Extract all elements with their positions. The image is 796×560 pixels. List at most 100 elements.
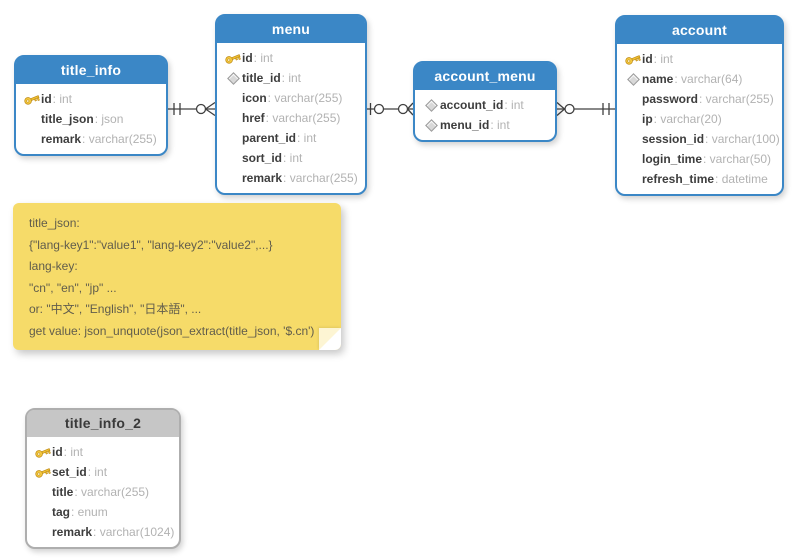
field-name: account_id: [440, 98, 504, 112]
connector-account_menu-account[interactable]: [556, 97, 615, 121]
primary-key-icon: [34, 447, 52, 458]
field-row-login_time[interactable]: login_time: varchar(50): [617, 149, 778, 169]
connector-title_info-menu[interactable]: [168, 97, 216, 121]
field-row-href[interactable]: href: varchar(255): [217, 108, 361, 128]
field-type: : varchar(255): [699, 92, 774, 106]
table-header[interactable]: title_info_2: [27, 410, 179, 437]
field-type: : int: [52, 92, 73, 106]
field-name: session_id: [642, 132, 705, 146]
field-row-title_json[interactable]: title_json: json: [16, 109, 162, 129]
field-name: title: [52, 485, 74, 499]
table-header[interactable]: title_info: [16, 57, 166, 84]
note-line: {"lang-key1":"value1", "lang-key2":"valu…: [29, 237, 273, 252]
table-title: menu: [271, 21, 311, 37]
field-row-name[interactable]: name: varchar(64): [617, 69, 778, 89]
field-row-set_id[interactable]: set_id: int: [27, 462, 175, 482]
field-row-menu_id[interactable]: menu_id: int: [415, 115, 551, 135]
field-row-icon[interactable]: icon: varchar(255): [217, 88, 361, 108]
field-type: : varchar(20): [653, 112, 722, 126]
field-name: menu_id: [440, 118, 490, 132]
field-name: remark: [41, 132, 82, 146]
field-name: icon: [242, 91, 267, 105]
index-diamond-icon: [422, 118, 440, 132]
field-row-remark[interactable]: remark: varchar(1024): [27, 522, 175, 542]
field-type: : datetime: [715, 172, 768, 186]
note-line: get value: json_unquote(json_extract(tit…: [29, 323, 315, 338]
field-row-id[interactable]: id: int: [217, 48, 361, 68]
field-type: : varchar(50): [703, 152, 772, 166]
field-type: : varchar(255): [283, 171, 358, 185]
field-name: id: [41, 92, 52, 106]
index-diamond-icon: [422, 98, 440, 112]
connector-menu-account_menu[interactable]: [367, 97, 414, 121]
field-row-title_id[interactable]: title_id: int: [217, 68, 361, 88]
primary-key-icon: [624, 54, 642, 65]
field-row-title[interactable]: title: varchar(255): [27, 482, 175, 502]
note-fold-corner-icon: [319, 328, 341, 350]
field-row-remark[interactable]: remark: varchar(255): [217, 168, 361, 188]
field-row-remark[interactable]: remark: varchar(255): [16, 129, 162, 149]
table-header[interactable]: account_menu: [415, 63, 555, 90]
table-header[interactable]: menu: [217, 16, 365, 43]
field-row-id[interactable]: id: int: [16, 89, 162, 109]
note-text: title_json: {"lang-key1":"value1", "lang-…: [29, 213, 325, 342]
field-name: name: [642, 72, 674, 86]
field-row-refresh_time[interactable]: refresh_time: datetime: [617, 169, 778, 189]
field-type: : varchar(255): [265, 111, 341, 125]
field-row-id[interactable]: id: int: [27, 442, 175, 462]
table-title: title_info: [60, 62, 122, 78]
field-name: password: [642, 92, 699, 106]
field-name: set_id: [52, 465, 87, 479]
field-name: id: [242, 51, 253, 65]
field-type: : int: [490, 118, 510, 132]
field-row-id[interactable]: id: int: [617, 49, 778, 69]
field-type: : int: [504, 98, 524, 112]
field-type: : varchar(255): [267, 91, 343, 105]
note-line: lang-key:: [29, 259, 78, 273]
field-row-session_id[interactable]: session_id: varchar(100): [617, 129, 780, 149]
field-type: : varchar(64): [674, 72, 743, 86]
field-name: tag: [52, 505, 70, 519]
field-type: : varchar(100): [705, 132, 780, 146]
table-header[interactable]: account: [617, 17, 782, 44]
field-name: href: [242, 111, 265, 125]
field-type: : varchar(1024): [93, 525, 175, 539]
primary-key-icon: [224, 53, 242, 64]
field-row-parent_id[interactable]: parent_id: int: [217, 128, 361, 148]
field-name: remark: [242, 171, 283, 185]
table-title: title_info_2: [64, 415, 142, 431]
table-title: account: [671, 22, 728, 38]
field-row-account_id[interactable]: account_id: int: [415, 95, 551, 115]
field-row-tag[interactable]: tag: enum: [27, 502, 175, 522]
field-name: id: [642, 52, 653, 66]
field-type: : int: [297, 131, 317, 145]
field-name: sort_id: [242, 151, 283, 165]
field-name: id: [52, 445, 63, 459]
field-name: title_json: [41, 112, 94, 126]
field-type: : enum: [71, 505, 108, 519]
field-type: : int: [87, 465, 108, 479]
note-line: title_json:: [29, 216, 80, 230]
note-line: or: "中文", "English", "日本語", ...: [29, 302, 202, 316]
field-row-sort_id[interactable]: sort_id: int: [217, 148, 361, 168]
field-name: ip: [642, 112, 653, 126]
field-type: : varchar(255): [74, 485, 150, 499]
field-row-ip[interactable]: ip: varchar(20): [617, 109, 778, 129]
field-row-password[interactable]: password: varchar(255): [617, 89, 778, 109]
field-type: : int: [283, 151, 303, 165]
field-name: title_id: [242, 71, 281, 85]
field-type: : int: [253, 51, 274, 65]
field-type: : int: [281, 71, 302, 85]
primary-key-icon: [34, 467, 52, 478]
sticky-note[interactable]: title_json: {"lang-key1":"value1", "lang-…: [13, 203, 341, 350]
index-diamond-icon: [624, 72, 642, 86]
